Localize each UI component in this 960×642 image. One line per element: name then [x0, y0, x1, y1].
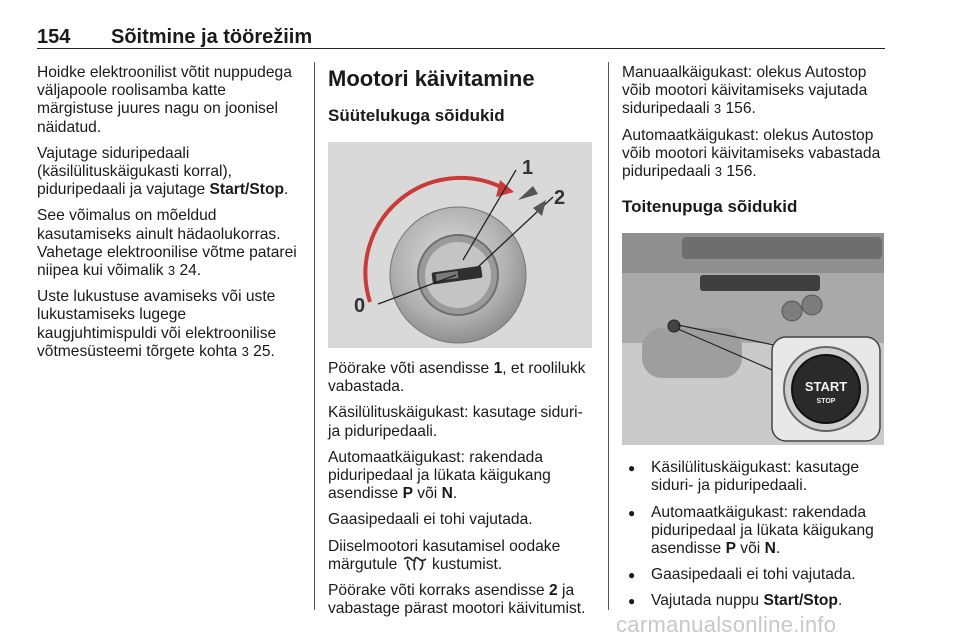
- paragraph: Diiselmootori kasutamisel oodake märgutu…: [328, 537, 561, 573]
- page-reference-icon: 3: [241, 343, 249, 359]
- figure-label-2: 2: [554, 187, 565, 209]
- list-item: Automaatkäigukast: rakendada piduripedaa…: [622, 504, 888, 559]
- column-1: Hoidke elektroonilist võtit nuppudega vä…: [37, 64, 305, 369]
- paragraph: Hoidke elektroonilist võtit nuppudega vä…: [37, 64, 292, 136]
- page-reference[interactable]: 24: [179, 262, 197, 280]
- stop-label: STOP: [817, 398, 836, 405]
- page-header: 154 Sõitmine ja töörežiim: [37, 18, 885, 52]
- column-3: Manuaalkäigukast: olekus Autostop võib m…: [622, 64, 888, 619]
- paragraph: Pöörake võti asendisse 1, et roolilukk v…: [328, 360, 586, 396]
- paragraph: Vajutage siduripedaali (käsilülituskäigu…: [37, 144, 289, 199]
- chapter-title: Sõitmine ja töörežiim: [111, 26, 313, 48]
- page-reference-icon: 3: [714, 164, 722, 180]
- page-reference-icon: 3: [713, 101, 722, 117]
- bullet-list: Käsilülituskäigukast: kasutage siduri- j…: [622, 459, 888, 611]
- header-rule: [37, 48, 885, 49]
- list-item: Gaasipedaali ei tohi vajutada.: [622, 566, 888, 584]
- column-divider-1: [314, 62, 315, 610]
- glow-plug-icon: [403, 556, 427, 571]
- paragraph: Uste lukustuse avamiseks või uste lukust…: [37, 288, 277, 360]
- list-item: Käsilülituskäigukast: kasutage siduri- j…: [622, 459, 888, 495]
- paragraph: Manuaalkäigukast: olekus Autostop võib m…: [622, 64, 868, 118]
- start-label: START: [805, 379, 847, 394]
- column-divider-2: [608, 62, 609, 610]
- column-2: Mootori käivitamine Süütelukuga sõidukid…: [328, 64, 596, 626]
- paragraph: Pöörake võti korraks asendisse 2 ja vaba…: [328, 582, 586, 618]
- page-number: 154: [37, 26, 71, 48]
- paragraph: Gaasipedaali ei tohi vajutada.: [328, 511, 533, 529]
- watermark: carmanualsonline.info: [616, 612, 837, 637]
- page-reference[interactable]: 156: [726, 163, 753, 181]
- start-stop-button-figure: START STOP: [622, 233, 884, 446]
- figure-label-1: 1: [522, 157, 533, 179]
- page-reference-icon: 3: [167, 263, 176, 279]
- ignition-lock-figure: 0 1 2: [328, 142, 592, 348]
- paragraph: See võimalus on mõeldud kasutamiseks ain…: [37, 207, 297, 280]
- paragraph: Automaatkäigukast: rakendada piduripedaa…: [328, 448, 551, 503]
- paragraph: Käsilülituskäigukast: kasutage siduri- j…: [328, 404, 583, 440]
- subsection-heading: Süütelukuga sõidukid: [328, 106, 505, 125]
- list-item: Vajutada nuppu Start/Stop.: [622, 592, 888, 610]
- figure-label-0: 0: [354, 295, 365, 317]
- section-heading: Mootori käivitamine: [328, 66, 535, 91]
- paragraph: Automaatkäigukast: olekus Autostop võib …: [622, 126, 881, 181]
- page-reference[interactable]: 25: [253, 342, 271, 360]
- subsection-heading: Toitenupuga sõidukid: [622, 197, 798, 217]
- page-reference[interactable]: 156: [725, 100, 752, 118]
